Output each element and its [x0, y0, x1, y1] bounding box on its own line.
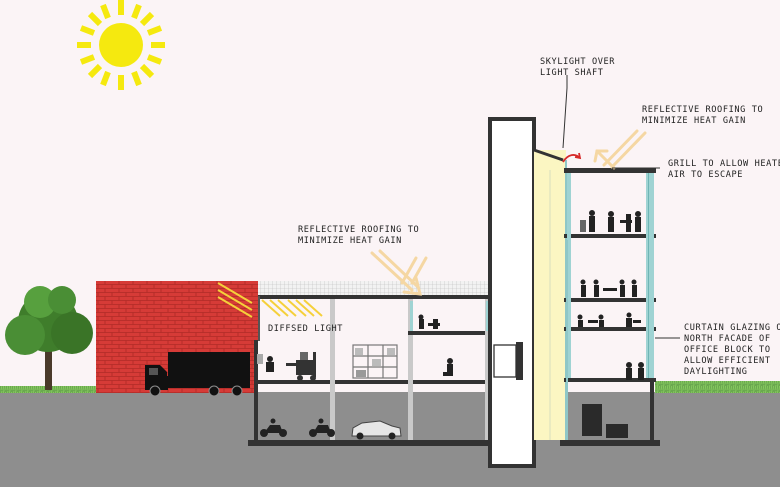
light-shaft: [533, 148, 567, 440]
truck-icon: [145, 352, 250, 397]
person-icon: [257, 354, 274, 372]
reflective-roof-arrow-right: [593, 129, 647, 170]
service-tower: [488, 117, 536, 468]
reflective-roof-arrow-left: [370, 249, 428, 296]
motorcycle-icon: [260, 418, 287, 437]
diffused-light-label: DIFFSED LIGHT: [268, 324, 343, 334]
tree-icon: [5, 286, 93, 390]
person-icon-group: [577, 210, 644, 438]
leader-lines: [562, 75, 680, 339]
car-icon: [351, 420, 402, 440]
motorcycle-icon-2: [309, 418, 335, 437]
person-with-trolley-icon: [443, 358, 453, 376]
diffused-light-rays: [217, 282, 323, 318]
curtain-glazing-label: CURTAIN GLAZING ON NORTH FACADE OF OFFIC…: [684, 323, 780, 377]
low-block-section: [248, 281, 498, 446]
storage-rack-icon: [352, 344, 398, 379]
sun-icon: [77, 0, 165, 90]
ground: [0, 392, 780, 487]
forklift-icon: [286, 352, 316, 381]
hot-air-arrow-icon: [562, 152, 582, 163]
people-seated-icon: [418, 314, 440, 329]
grass-strip-right: [655, 381, 780, 393]
office-block: [560, 168, 660, 446]
